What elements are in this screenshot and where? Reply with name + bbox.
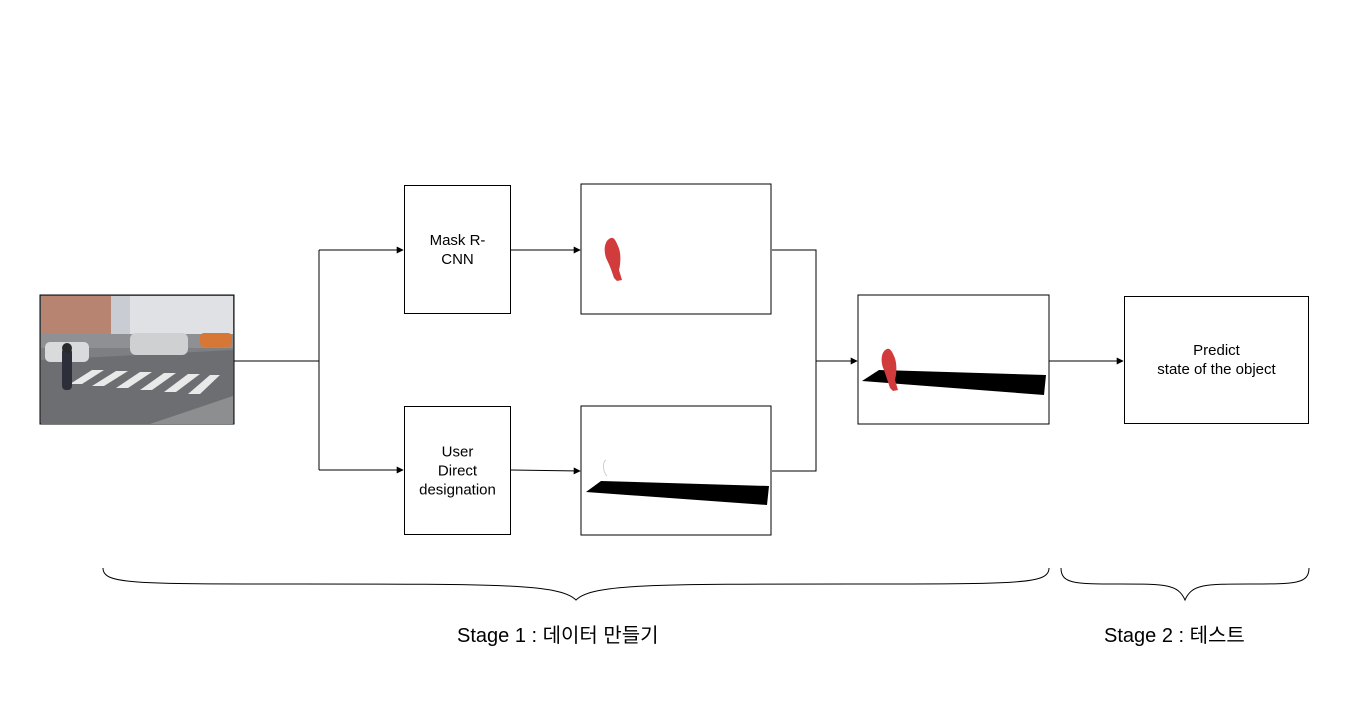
person-mask-image [580,183,772,315]
user-direct-label: User Direct designation [419,443,496,498]
stage1-label: Stage 1 : 데이터 만들기 [457,625,659,647]
predict-box: Predict state of the object [1124,296,1309,424]
predict-label: Predict state of the object [1157,342,1276,378]
crosswalk-mask-icon [586,481,769,505]
crosswalk-mask-image [580,405,772,536]
stage1-brace-icon [102,567,1050,601]
combined-mask-image [857,294,1050,425]
connectors [234,246,1124,475]
arrow-to-crosswalk-mask [510,467,581,475]
combined-person-icon [881,348,898,391]
mask-rcnn-box: Mask R- CNN [404,185,511,314]
user-direct-box: User Direct designation [404,406,511,535]
mask-rcnn-label: Mask R- CNN [429,231,486,268]
stage2-label: Stage 2 : 테스트 [1104,625,1245,647]
stage2-brace-icon [1060,567,1310,602]
person-mask-icon [604,237,622,281]
combined-crosswalk-icon [862,370,1046,395]
street-photo-image [39,294,235,425]
merge-bracket-line [772,249,817,472]
